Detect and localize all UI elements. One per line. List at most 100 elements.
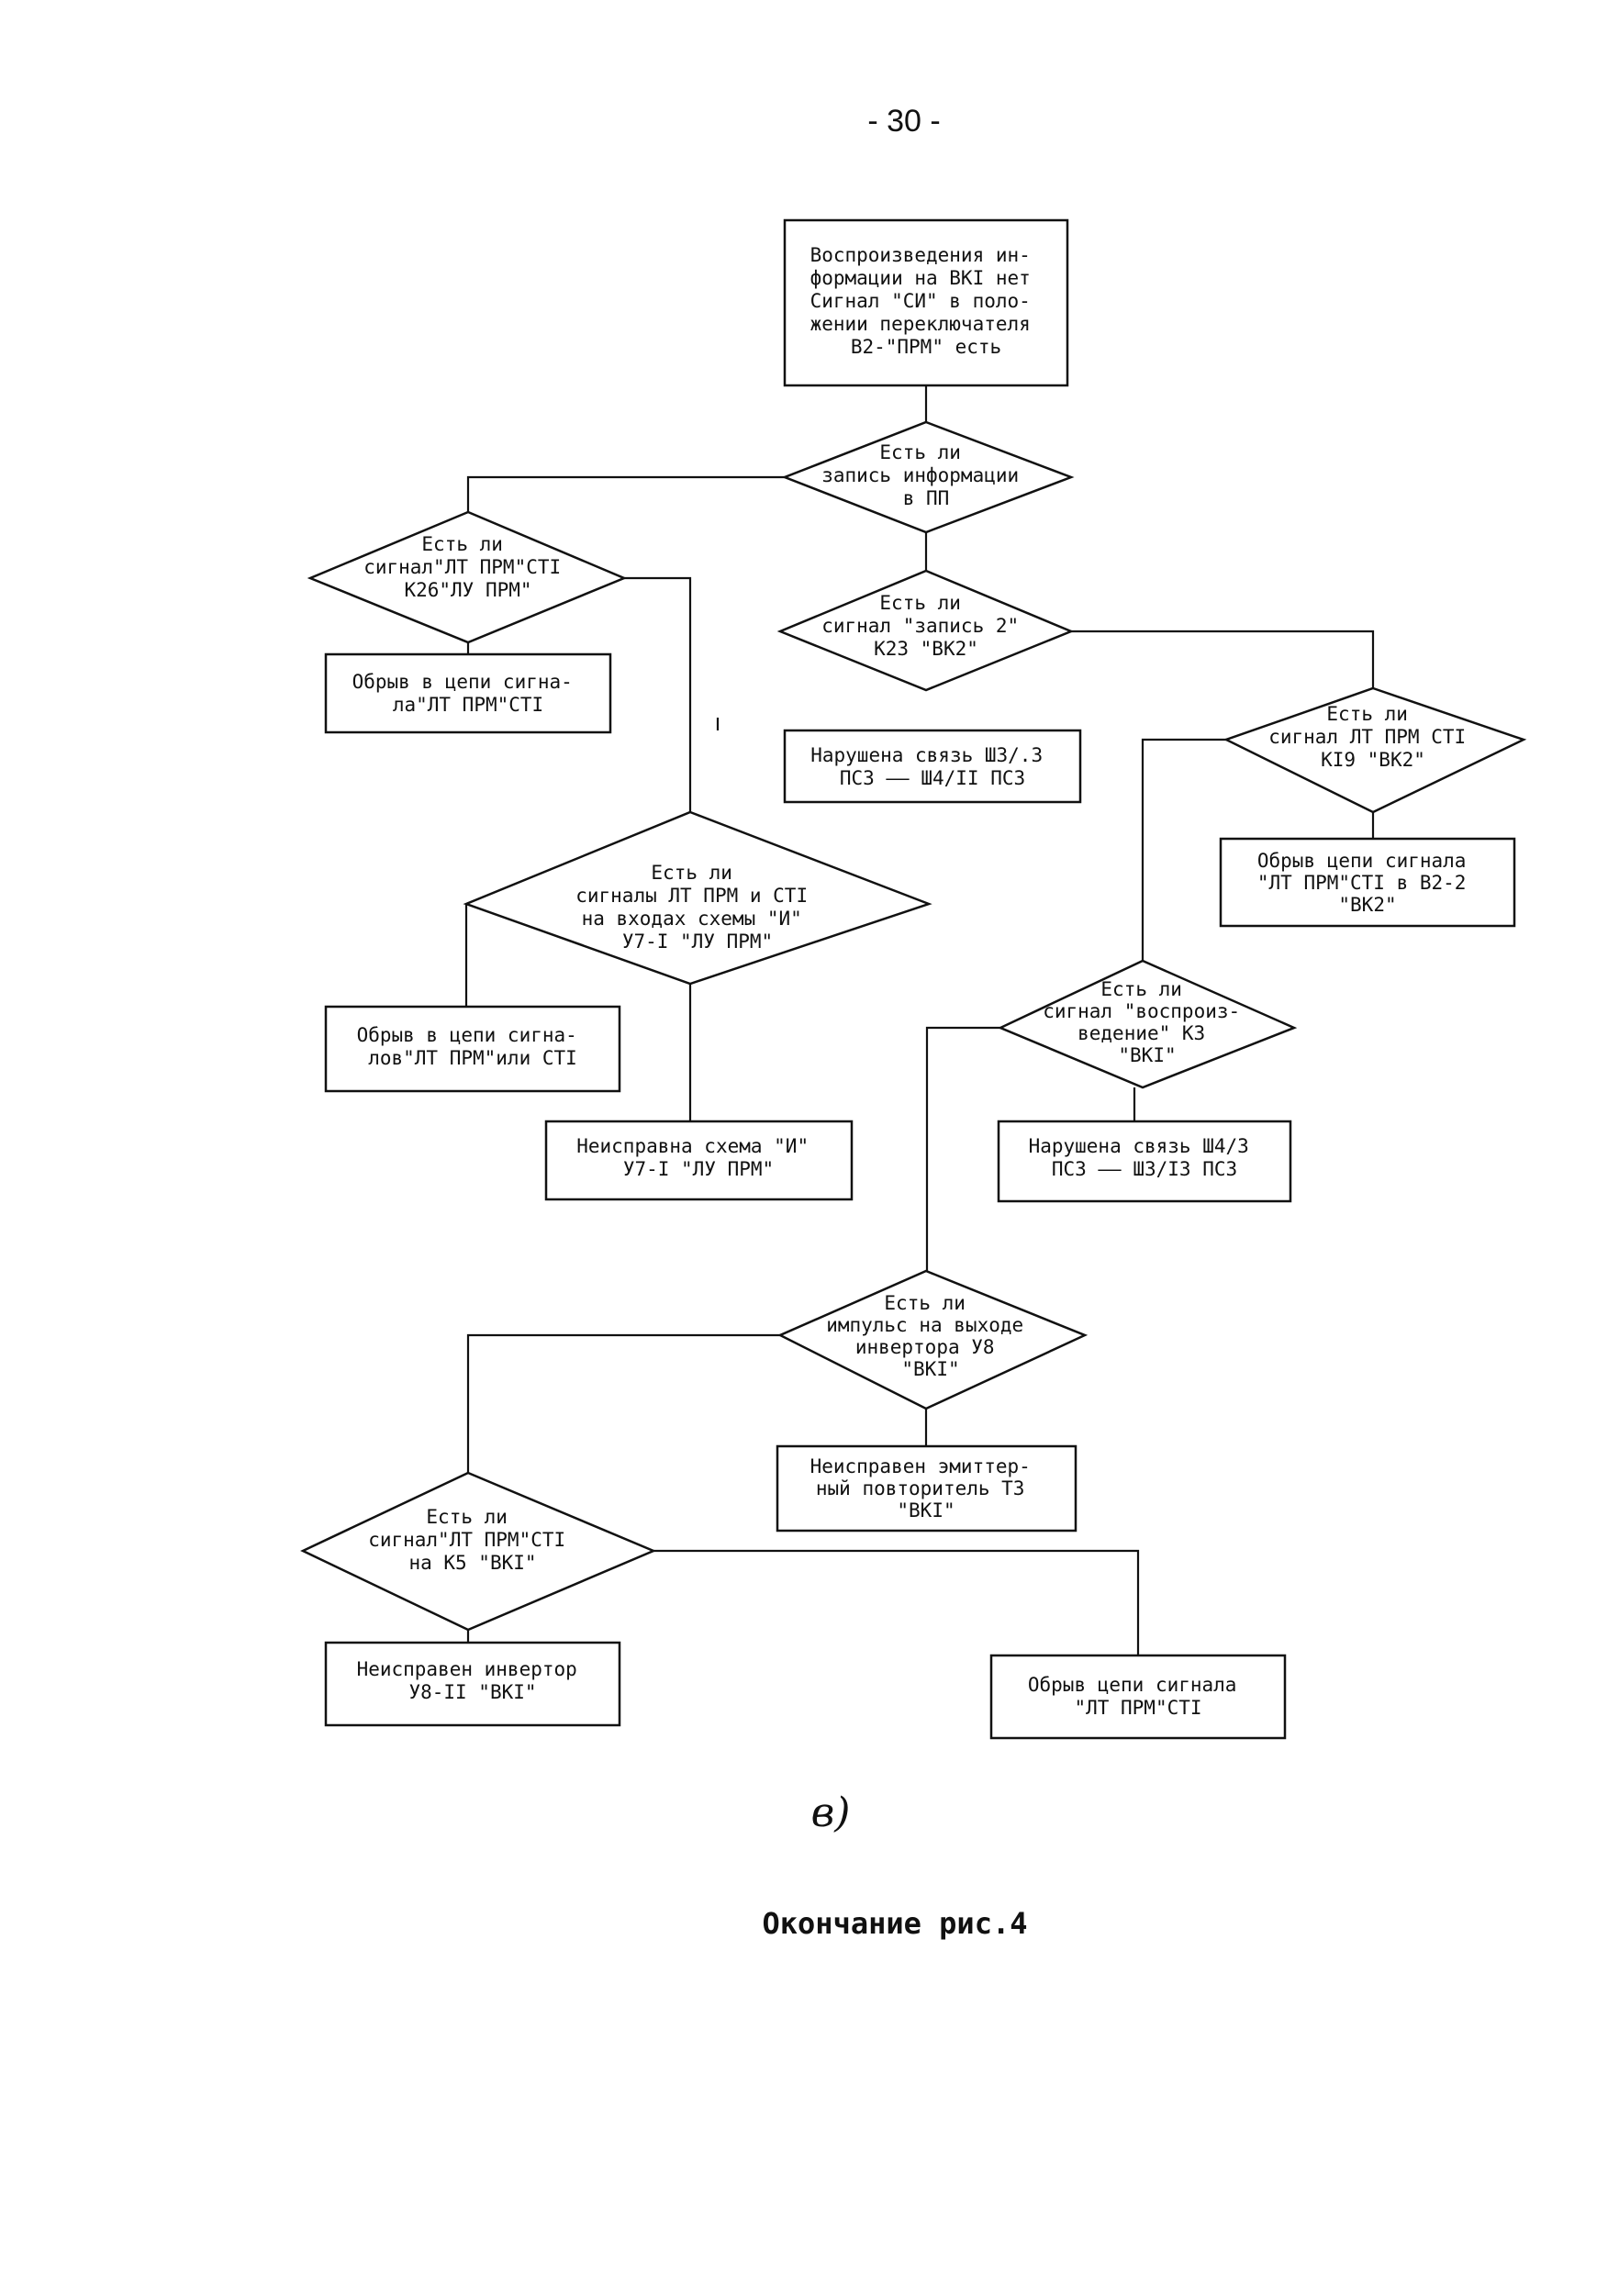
page-number: - 30 - [867,104,940,139]
figure-caption: Окончание рис.4 [763,1906,1028,1941]
box-text: Нарушена связь Ш4/3 ПС3 —— Ш3/I3 ПС3 [1029,1135,1261,1180]
diamond-line: запись информации [821,464,1019,486]
box-text: Неисправен эмиттер- ный повторитель Т3 "… [810,1455,1043,1521]
decision-playback: Есть ли сигнал "воспроиз- ведение" К3 "В… [997,959,1298,1089]
decision-record: Есть ли запись информации в ПП [781,420,1075,534]
subfigure-label: в) [811,1789,851,1836]
diamond-line: КI9 "ВК2" [1321,749,1425,771]
box-line: Неисправен инвертор [357,1658,577,1680]
box-line: В2-"ПРМ" есть [851,336,1001,358]
connector [1071,630,1375,688]
diamond-line: сигнал "воспроиз- [1043,1000,1240,1022]
diamond-line: Есть ли [879,441,961,463]
diamond-text: Есть ли запись информации в ПП [821,441,1031,509]
diamond-line: ведение" К3 [1077,1022,1205,1044]
diamond-line: в ПП [903,487,950,509]
process-box-sh3: Нарушена связь Ш3/.3 ПС3 —— Ш4/II ПС3 [783,729,1082,804]
diamond-line: У7-I "ЛУ ПРМ" [622,931,773,953]
box-line: Нарушена связь Ш4/3 [1029,1135,1249,1157]
diamond-line: сигнал "запись 2" [821,615,1019,637]
box-outline [997,1120,1292,1203]
diamond-outline [1223,686,1527,814]
box-line: ПС3 —— Ш4/II ПС3 [840,767,1025,789]
box-line: "ЛТ ПРМ"СТI [1074,1697,1201,1719]
diamond-text: Есть ли импульс на выходе инвертора У8 "… [826,1292,1035,1380]
box-line: Обрыв цепи сигнала [1028,1674,1237,1696]
diamond-text: Есть ли сигнал"ЛТ ПРМ"СТI К26"ЛУ ПРМ" [363,533,573,601]
diamond-line: импульс на выходе [826,1314,1023,1336]
diamond-line: Есть ли [879,592,961,614]
box-line: У8-II "ВКI" [408,1681,536,1703]
diamond-line: сигнал"ЛТ ПРМ"СТI [368,1529,565,1551]
connector [925,1026,1000,1271]
diamond-line: "ВКI" [1118,1044,1176,1066]
box-text: Неисправна схема "И" У7-I "ЛУ ПРМ" [576,1135,821,1180]
box-line: "ВКI" [897,1499,955,1521]
box-line: Обрыв в цепи сигна- [357,1024,577,1046]
diamond-line: Есть ли [1326,703,1408,725]
connector [466,1333,780,1510]
box-line: Воспроизведения ин- [810,244,1031,266]
diamond-line: Есть ли [1100,978,1182,1000]
box-text: Воспроизведения ин- формации на ВКI нет … [810,244,1043,358]
diamond-outline [300,1471,657,1632]
diamond-outline [777,1269,1089,1410]
box-line: ла"ЛТ ПРМ"СТI [393,694,543,716]
process-box-break-final: Обрыв цепи сигнала "ЛТ ПРМ"СТI [989,1654,1287,1740]
diamond-line: К23 "ВК2" [874,638,978,660]
process-box-faulty-and: Неисправна схема "И" У7-I "ЛУ ПРМ" [544,1120,854,1201]
box-line: У7-I "ЛУ ПРМ" [623,1158,774,1180]
box-line: Обрыв в цепи сигна- [352,671,573,693]
diamond-text: Есть ли сигналы ЛТ ПРМ и СТI на входах с… [575,862,820,953]
decision-zapis2: Есть ли сигнал "запись 2" К23 "ВК2" [776,569,1075,692]
box-outline [783,729,1082,804]
box-text: Нарушена связь Ш3/.3 ПС3 —— Ш4/II ПС3 [810,744,1055,789]
diamond-outline [997,959,1298,1089]
box-outline [324,1005,621,1093]
process-box-start: Воспроизведения ин- формации на ВКI нет … [783,218,1069,387]
connector [1141,738,1226,961]
decision-lt-k26: Есть ли сигнал"ЛТ ПРМ"СТI К26"ЛУ ПРМ" [307,510,628,644]
connector [624,576,692,812]
box-line: "ВК2" [1338,894,1396,916]
decision-lt-ki9: Есть ли сигнал ЛТ ПРМ СТI КI9 "ВК2" [1223,686,1527,814]
process-box-inverter: Неисправен инвертор У8-II "ВКI" [324,1641,621,1727]
box-line: Неисправен эмиттер- [810,1455,1031,1477]
box-outline [324,652,612,734]
box-line: лов"ЛТ ПРМ"или СТI [368,1047,577,1069]
diamond-outline [307,510,628,644]
connector [653,1549,1140,1655]
connector [466,475,787,512]
box-text: Неисправен инвертор У8-II "ВКI" [357,1658,589,1703]
diamond-line: сигнал"ЛТ ПРМ"СТI [363,556,561,578]
diamond-line: инвертора У8 [855,1336,995,1358]
process-box-emitter: Неисправен эмиттер- ный повторитель Т3 "… [776,1444,1077,1533]
box-line: Нарушена связь Ш3/.3 [810,744,1043,766]
box-outline [776,1444,1077,1533]
box-line: Сигнал "СИ" в поло- [810,290,1031,312]
diamond-outline [781,420,1075,534]
process-box-break-vk2: Обрыв цепи сигнала "ЛТ ПРМ"СТI в В2-2 "В… [1219,837,1516,928]
diamond-text: Есть ли сигнал "запись 2" К23 "ВК2" [821,592,1031,660]
box-outline [324,1641,621,1727]
diamond-text: Есть ли сигнал"ЛТ ПРМ"СТI на К5 "ВКI" [368,1506,577,1574]
diamond-line: Есть ли [421,533,503,555]
diamond-text: Есть ли сигнал ЛТ ПРМ СТI КI9 "ВК2" [1268,703,1478,771]
box-text: Обрыв в цепи сигна- ла"ЛТ ПРМ"СТI [352,671,585,716]
decision-pulse: Есть ли импульс на выходе инвертора У8 "… [777,1269,1089,1410]
diamond-line: сигналы ЛТ ПРМ и СТI [575,885,808,907]
diamond-outline [463,810,932,986]
diamond-text: Есть ли сигнал "воспроиз- ведение" К3 "В… [1043,978,1252,1066]
process-box-break-lt: Обрыв в цепи сигна- ла"ЛТ ПРМ"СТI [324,652,612,734]
process-box-sh4: Нарушена связь Ш4/3 ПС3 —— Ш3/I3 ПС3 [997,1120,1292,1203]
box-line: жении переключателя [810,313,1031,335]
decision-and-inputs: Есть ли сигналы ЛТ ПРМ и СТI на входах с… [463,810,932,986]
diamond-line: Есть ли [426,1506,508,1528]
diamond-line: Есть ли [884,1292,966,1314]
box-line: ПС3 —— Ш3/I3 ПС3 [1052,1158,1237,1180]
box-line: Неисправна схема "И" [576,1135,809,1157]
box-outline [544,1120,854,1201]
process-box-break-signals: Обрыв в цепи сигна- лов"ЛТ ПРМ"или СТI [324,1005,621,1093]
box-outline [989,1654,1287,1740]
